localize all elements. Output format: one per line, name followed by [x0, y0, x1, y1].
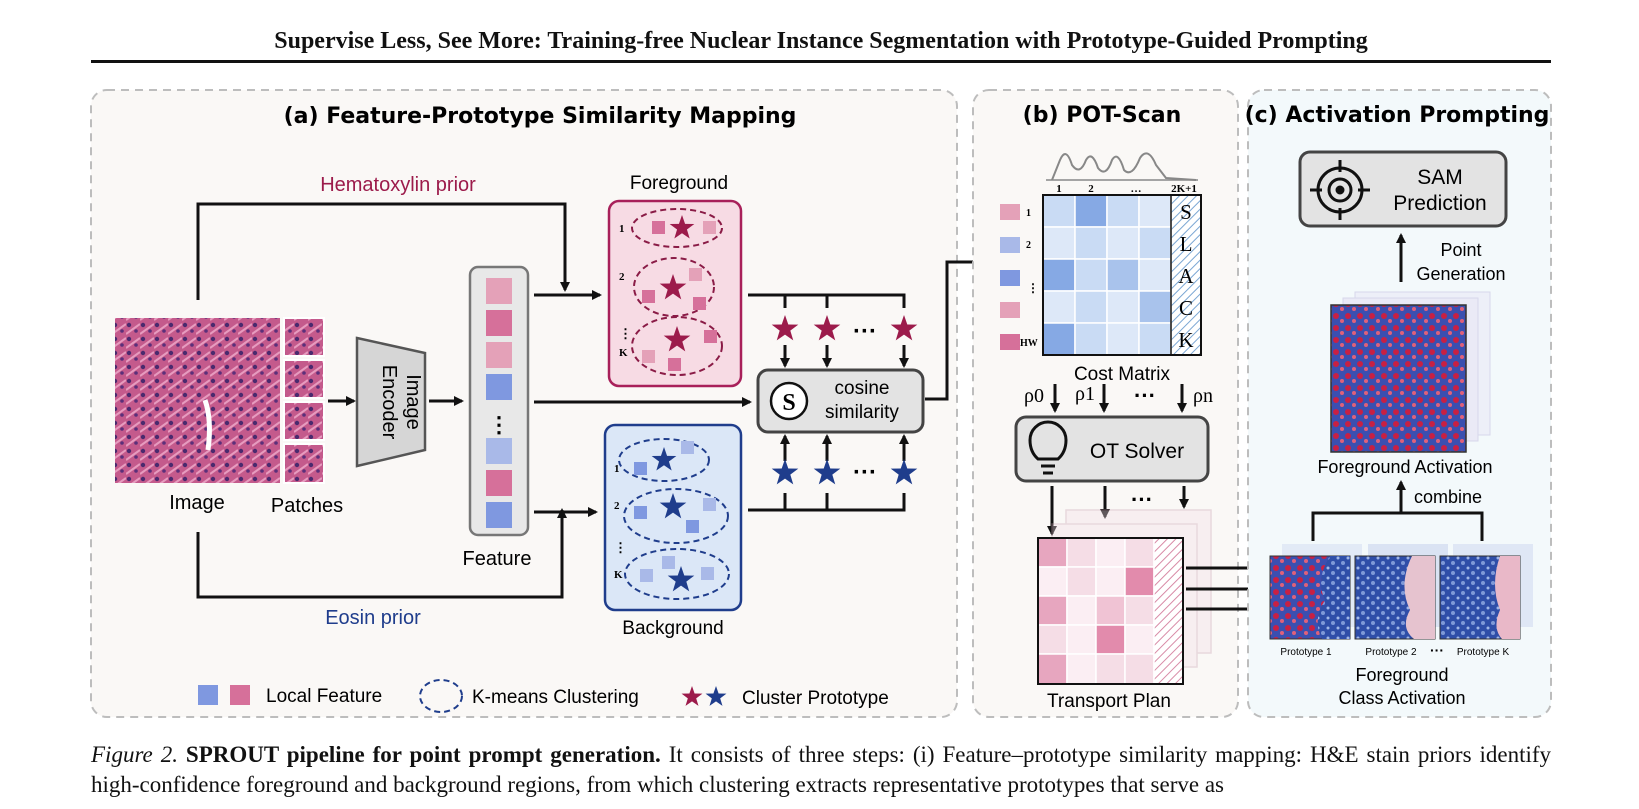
panel-b-title: (b) POT-Scan — [1023, 103, 1182, 128]
encoder-label-line2: Encoder — [378, 365, 400, 440]
slack-letter-l: L — [1180, 232, 1193, 256]
sam-label-line1: SAM — [1417, 166, 1463, 189]
fg-index-2: 2 — [619, 271, 625, 283]
image-encoder-block — [355, 336, 427, 468]
page-header: Supervise Less, See More: Training-free … — [274, 28, 1368, 54]
feature-vectors: ⋮ — [486, 278, 512, 528]
fg-prototype-connectors — [748, 293, 909, 368]
transport-plan — [1037, 537, 1184, 685]
panel-c-title: (c) Activation Prompting — [1245, 103, 1550, 128]
class-activation-line2: Class Activation — [1338, 688, 1465, 708]
col-label-1: 1 — [1056, 183, 1062, 195]
panel-a-title: (a) Feature-Prototype Similarity Mapping — [284, 104, 797, 129]
rho-n: ρn — [1193, 385, 1213, 407]
col-label-2: 2 — [1088, 183, 1094, 195]
class-activation-line1: Foreground — [1355, 665, 1448, 685]
slack-letter-k: K — [1178, 328, 1193, 352]
slack-letter-a: A — [1178, 264, 1194, 288]
solver-out-dots: ··· — [1131, 487, 1153, 512]
bg-index-k: K — [614, 569, 623, 581]
foreground-clusters — [631, 208, 723, 376]
encoder-label-line1: Image — [402, 374, 424, 430]
header-rule — [91, 60, 1551, 63]
target-icon — [1310, 160, 1370, 220]
point-generation-line2: Generation — [1416, 264, 1505, 284]
class-activation-maps — [1269, 544, 1533, 640]
legend-kmeans: K-means Clustering — [472, 687, 639, 708]
cost-matrix-label: Cost Matrix — [1074, 364, 1171, 385]
patches-label: Patches — [271, 495, 343, 517]
rho-dots: ··· — [1134, 383, 1156, 408]
caption-label: Figure 2. — [91, 742, 178, 767]
caption-text: It consists of three steps: (i) Feature–… — [91, 742, 1552, 797]
foreground-activation-map — [1330, 304, 1467, 453]
fg-index-k: K — [619, 347, 628, 359]
caption-bold: SPROUT pipeline for point prompt generat… — [185, 742, 661, 767]
row-label-2: 2 — [1026, 240, 1031, 251]
background-cluster-box — [603, 423, 743, 612]
row-label-hw: HW — [1020, 338, 1038, 349]
prototype-label-1: Prototype 1 — [1280, 647, 1332, 658]
similarity-symbol-icon — [769, 381, 809, 421]
slack-letter-s: S — [1180, 200, 1192, 224]
combine-bracket — [1311, 511, 1484, 541]
prototype-label-2: Prototype 2 — [1365, 647, 1417, 658]
image-label: Image — [169, 492, 225, 514]
col-label-2k1: 2K+1 — [1171, 183, 1197, 195]
feature-column — [468, 265, 530, 537]
fg-prototype-ellipsis: ··· — [853, 318, 877, 345]
hematoxylin-arrow — [196, 202, 570, 300]
svg-text:⋮: ⋮ — [619, 326, 632, 341]
lightbulb-icon — [1028, 420, 1068, 475]
bg-index-2: 2 — [614, 500, 620, 512]
sam-label-line2: Prediction — [1393, 192, 1486, 215]
cosine-label-line2: similarity — [825, 402, 899, 423]
combine-label: combine — [1414, 487, 1482, 507]
ot-solver-label: OT Solver — [1090, 440, 1184, 463]
legend: Local Feature K-means Clustering Cluster… — [198, 679, 889, 713]
pipeline-figure: (a) Feature-Prototype Similarity Mapping… — [90, 89, 1552, 718]
point-generation-line1: Point — [1440, 240, 1481, 260]
svg-text:⋮: ⋮ — [614, 540, 627, 555]
patches-stack — [283, 317, 325, 484]
legend-prototype: Cluster Prototype — [742, 688, 889, 709]
prototype-label-k: Prototype K — [1457, 647, 1510, 658]
legend-local-feature: Local Feature — [266, 686, 382, 707]
bg-index-1: 1 — [614, 463, 620, 475]
bg-prototype-ellipsis: ··· — [853, 459, 877, 486]
svg-text:⋮: ⋮ — [488, 412, 510, 437]
transport-plan-label: Transport Plan — [1047, 691, 1171, 712]
row-label-1: 1 — [1026, 208, 1031, 219]
similarity-symbol: S — [782, 390, 795, 416]
eosin-prior-label: Eosin prior — [325, 607, 421, 629]
similarity-to-pot-arrow — [925, 257, 987, 401]
figure-caption: Figure 2. SPROUT pipeline for point prom… — [91, 740, 1551, 800]
slack-letter-c: C — [1179, 296, 1193, 320]
eosin-arrow — [196, 508, 567, 599]
cosine-label-line1: cosine — [835, 378, 890, 399]
hematoxylin-prior-label: Hematoxylin prior — [320, 174, 476, 196]
prototype-label-dots: ··· — [1430, 642, 1444, 658]
cost-matrix — [1042, 194, 1202, 356]
foreground-activation-label: Foreground Activation — [1317, 457, 1492, 477]
foreground-label: Foreground — [630, 173, 728, 194]
col-label-dots: … — [1131, 183, 1142, 195]
feature-label: Feature — [463, 548, 532, 570]
background-clusters — [618, 438, 730, 600]
he-image — [115, 318, 280, 483]
cost-matrix-row-keys — [1000, 204, 1020, 350]
histogram-curve — [1051, 152, 1197, 181]
row-label-dots: ⋮ — [1027, 281, 1039, 295]
rho-0: ρ0 — [1024, 385, 1044, 407]
background-label: Background — [622, 618, 723, 639]
rho-1: ρ1 — [1075, 383, 1095, 405]
fg-index-1: 1 — [619, 223, 625, 235]
bg-prototype-connectors — [748, 434, 909, 512]
